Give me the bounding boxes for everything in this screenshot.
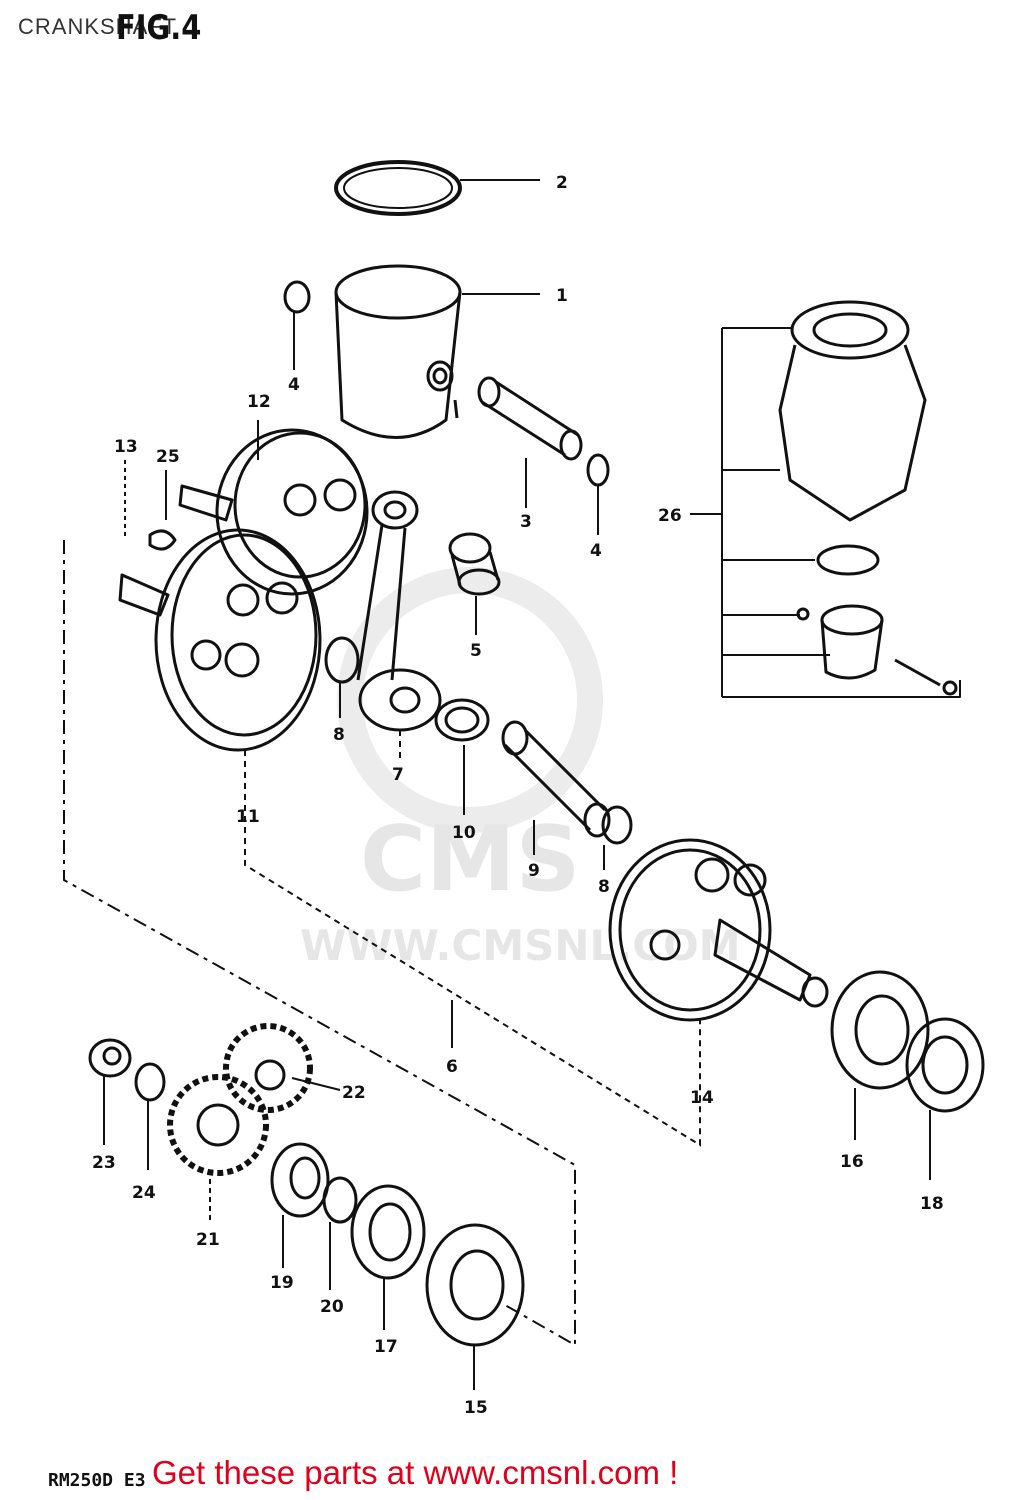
- callout-25: 25: [156, 447, 180, 467]
- primary-drive-gear: [167, 1074, 269, 1176]
- callout-23: 23: [92, 1153, 116, 1173]
- get-parts-link[interactable]: Get these parts at www.cmsnl.com !: [152, 1454, 679, 1491]
- callout-26: 26: [658, 506, 682, 526]
- oil-seal-right: [905, 1017, 985, 1113]
- callout-18: 18: [920, 1194, 944, 1214]
- callout-14: 14: [690, 1088, 714, 1108]
- callout-24: 24: [132, 1183, 156, 1203]
- watermark-url: WWW.CMSNL.COM: [300, 921, 741, 970]
- callout-4-right: 4: [590, 541, 602, 561]
- callout-6: 6: [446, 1057, 458, 1077]
- callout-19: 19: [270, 1273, 294, 1293]
- piston-ring: [334, 160, 462, 216]
- needle-bearing-big-end: [434, 698, 490, 742]
- woodruff-key: [148, 529, 177, 551]
- callout-12: 12: [247, 392, 271, 412]
- section-title: CRANKSHAFT: [18, 14, 178, 39]
- callout-7: 7: [392, 765, 404, 785]
- part-callouts: 2 1 3 4 4 5 6 7 8 8 9 10 11 12 13 14 15 …: [92, 173, 944, 1418]
- gear-22: [223, 1023, 313, 1113]
- callout-11: 11: [236, 807, 260, 827]
- lock-washer: [134, 1062, 166, 1102]
- crank-pin: [501, 720, 611, 838]
- callout-15: 15: [464, 1398, 488, 1418]
- callout-9: 9: [528, 861, 540, 881]
- callout-5: 5: [470, 641, 482, 661]
- thrust-washer-right: [601, 805, 633, 845]
- callout-20: 20: [320, 1297, 344, 1317]
- callout-1: 1: [556, 286, 568, 306]
- thrust-washer-left: [324, 636, 360, 684]
- callout-4-left: 4: [288, 375, 300, 395]
- crankshaft-right-half: [608, 838, 829, 1022]
- circlip-right: [586, 453, 610, 487]
- callout-3: 3: [520, 512, 532, 532]
- connecting-rod: [356, 490, 442, 732]
- bearing-left: [425, 1223, 525, 1347]
- callout-22: 22: [342, 1083, 366, 1103]
- callout-8-right: 8: [598, 877, 610, 897]
- needle-bearing-small: [448, 532, 501, 596]
- callout-10: 10: [452, 823, 476, 843]
- callout-13: 13: [114, 437, 138, 457]
- callout-16: 16: [840, 1152, 864, 1172]
- callout-2: 2: [556, 173, 568, 193]
- callout-21: 21: [196, 1230, 220, 1250]
- model-code: RM250D E3: [48, 1470, 146, 1491]
- cylinder-piston-set: [690, 300, 961, 698]
- cmsnl-watermark: CMS WWW.CMSNL.COM: [300, 567, 741, 970]
- bearing-right: [830, 970, 930, 1090]
- piston: [334, 264, 462, 439]
- crank-web-front: [118, 528, 322, 752]
- crank-web-rear: [178, 428, 369, 596]
- callout-8-left: 8: [333, 725, 345, 745]
- spacer-19: [270, 1142, 330, 1218]
- piston-pin: [477, 376, 583, 461]
- oil-seal-left: [350, 1184, 426, 1280]
- figure-label: FIG.4: [116, 8, 202, 48]
- crank-nut: [88, 1038, 132, 1078]
- watermark-logo: CMS: [360, 807, 580, 912]
- callout-17: 17: [374, 1337, 398, 1357]
- circlip-left: [283, 280, 311, 314]
- o-ring: [322, 1176, 358, 1224]
